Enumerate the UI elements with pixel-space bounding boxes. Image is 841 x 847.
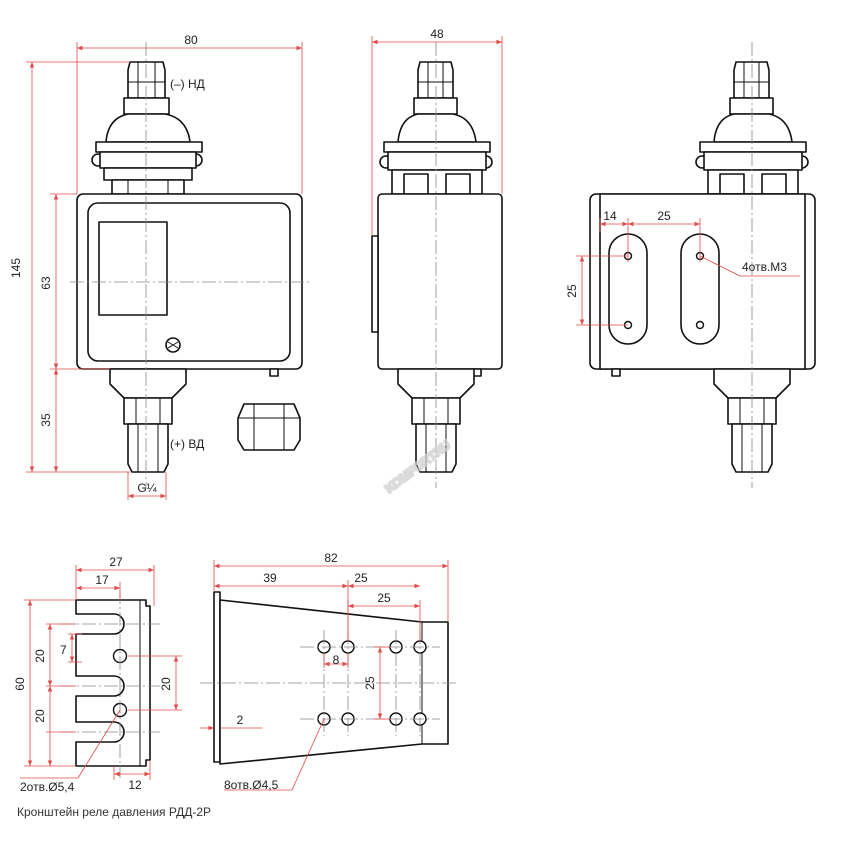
front-view: 80 145 63 35 (–) НД (+) ВД G¼ — [9, 33, 310, 500]
bracket-height-label: 60 — [13, 677, 27, 691]
bracket-holes-label: 2отв.Ø5,4 — [20, 780, 75, 794]
rear-vertical-label: 25 — [565, 284, 579, 298]
bracket-thickness-label: 2 — [237, 713, 244, 727]
front-height-label: 145 — [9, 258, 23, 278]
caption: Кронштейн реле давления РДД-2Р — [17, 805, 211, 819]
port-low-label: (–) НД — [170, 77, 205, 91]
bracket-length-label: 82 — [324, 551, 338, 565]
rear-offset-label: 14 — [603, 209, 617, 223]
front-width-label: 80 — [184, 33, 198, 47]
bracket-slot-a-label: 20 — [33, 649, 47, 663]
bracket-part-b-label: 25 — [354, 571, 368, 585]
side-view: 48 — [371, 27, 503, 488]
bracket-side: 82 39 25 25 8 25 2 8отв.Ø4,5 — [200, 551, 456, 792]
bracket-front: 27 17 60 20 20 7 20 12 2отв.Ø5,4 — [13, 555, 182, 794]
bracket-vertical-label: 25 — [363, 676, 377, 690]
thread-label: G¼ — [137, 481, 157, 495]
bracket-mid-label: 20 — [159, 677, 173, 691]
port-high-label: (+) ВД — [170, 437, 204, 451]
bracket-side-holes-label: 8отв.Ø4,5 — [224, 778, 279, 792]
front-upper-label: 63 — [39, 276, 53, 290]
rear-holes-label: 4отв.М3 — [742, 260, 787, 274]
bracket-slot-b-label: 20 — [33, 709, 47, 723]
bracket-part-a-label: 39 — [263, 571, 277, 585]
rear-view: 14 25 25 4отв.М3 — [565, 42, 816, 488]
bracket-slot-width-label: 7 — [60, 643, 67, 657]
front-lower-label: 35 — [39, 413, 53, 427]
side-width-label: 48 — [430, 27, 444, 41]
rear-spacing-label: 25 — [657, 209, 671, 223]
bracket-inner-label: 17 — [95, 573, 109, 587]
bracket-width-label: 27 — [109, 555, 123, 569]
bracket-part-c-label: 25 — [377, 591, 391, 605]
bracket-hole-gap-label: 8 — [333, 653, 340, 667]
bracket-bottom-label: 12 — [128, 778, 142, 792]
